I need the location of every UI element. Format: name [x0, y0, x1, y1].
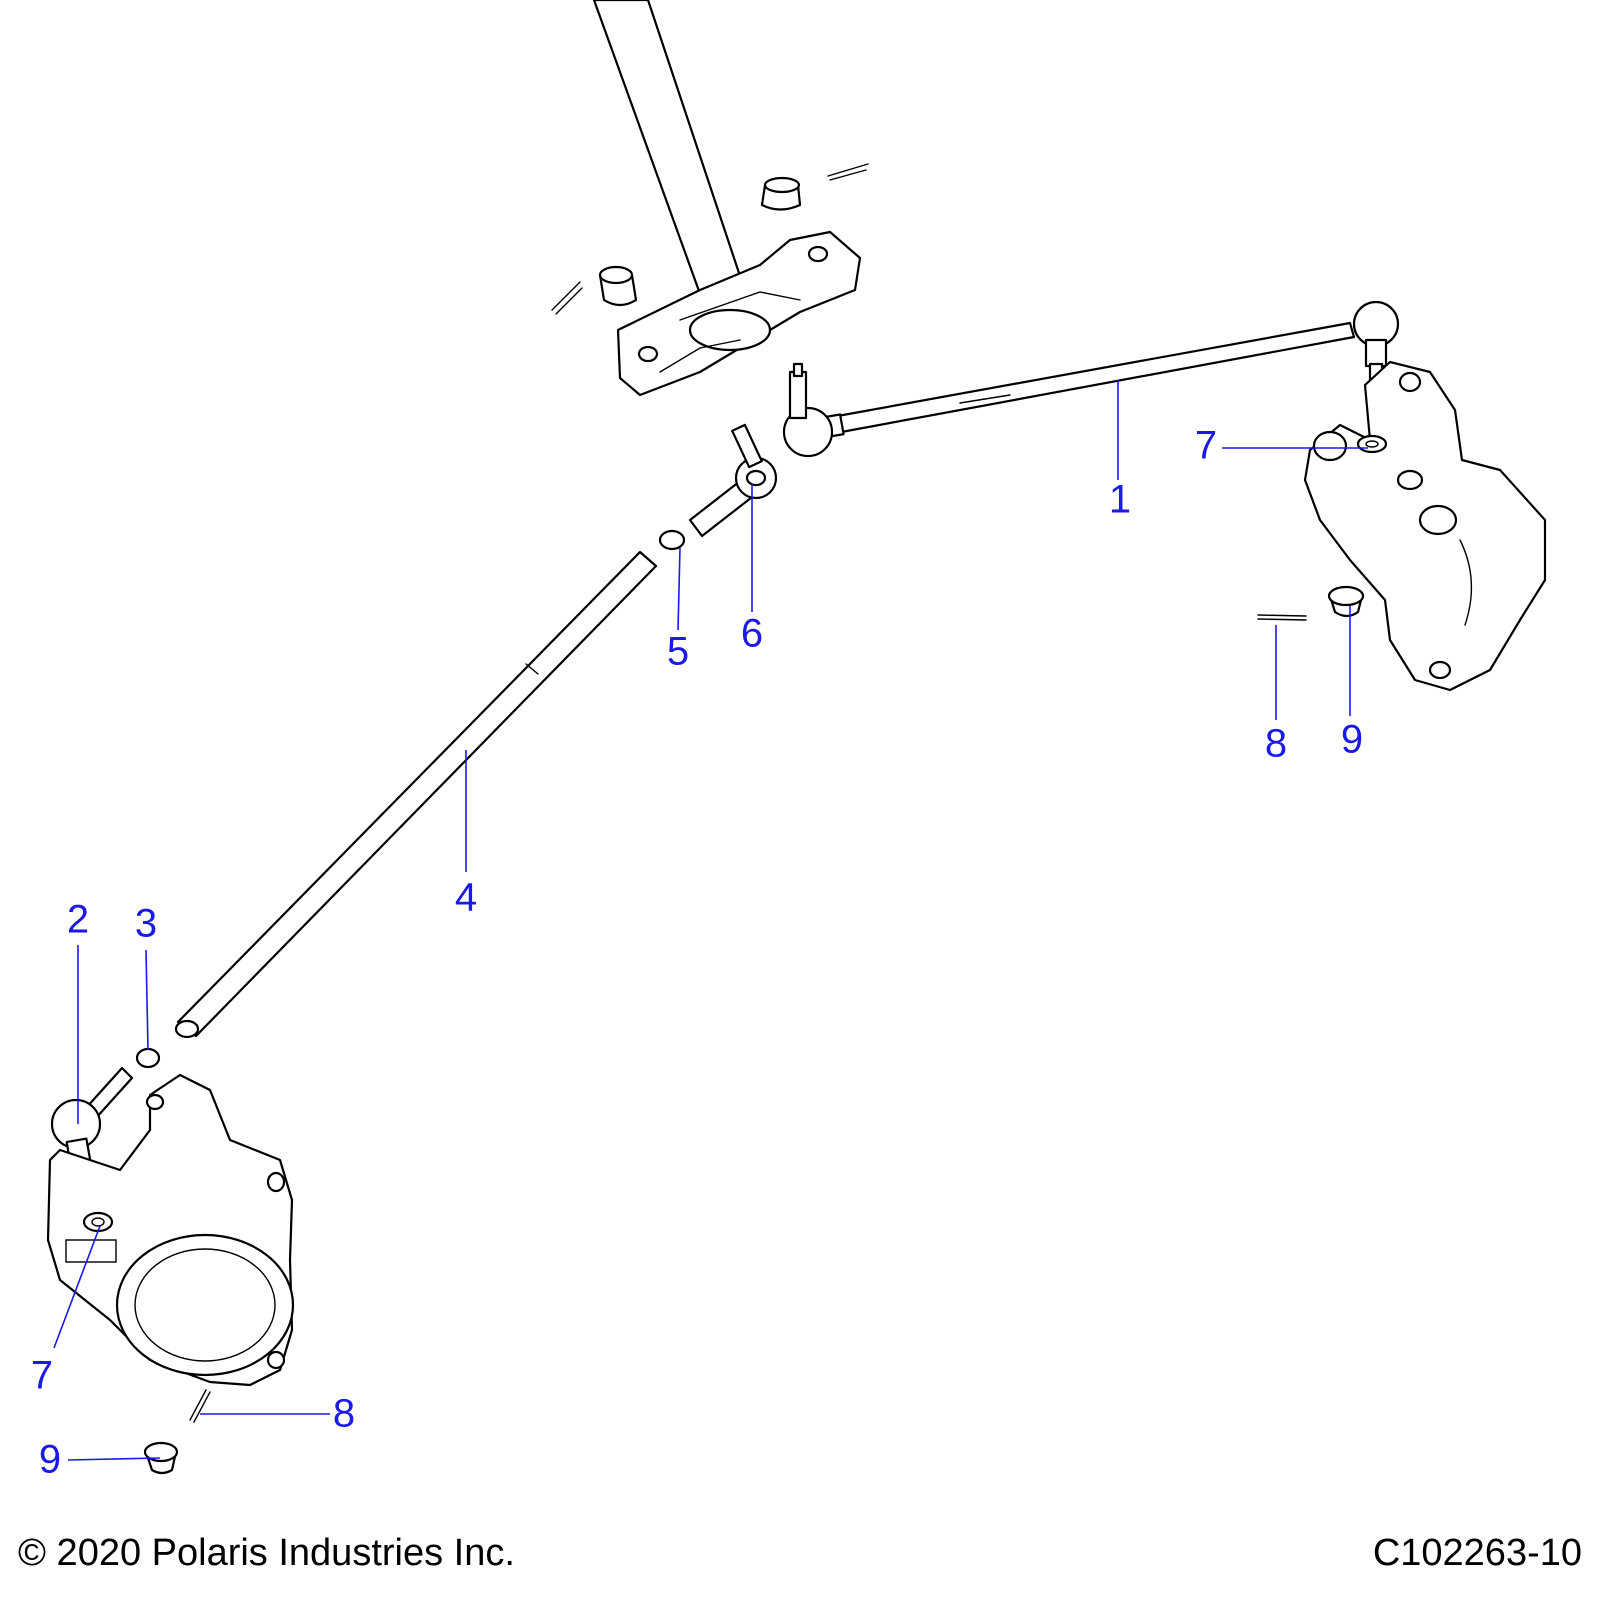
callout-9-right: 9 [1341, 718, 1363, 762]
tie-rod-end [688, 423, 778, 538]
callout-2: 2 [67, 898, 89, 942]
upper-bushing-right [760, 176, 802, 211]
callout-9-left: 9 [39, 1438, 61, 1482]
upper-bushing-left [598, 265, 638, 307]
callout-8-left: 8 [333, 1392, 355, 1436]
lower-cotter-pin-left [189, 1389, 211, 1423]
callout-3: 3 [135, 902, 157, 946]
washer-right [1356, 434, 1388, 454]
tie-rod-assembly [782, 300, 1400, 458]
lower-bushing-left [143, 1441, 179, 1475]
tie-rod-tube [174, 550, 658, 1039]
washer-left [91, 1217, 105, 1227]
callout-labels: 1 2 3 4 5 6 7 7 8 8 9 9 [31, 424, 1363, 1482]
steering-knuckle-left [46, 1073, 295, 1387]
lower-cotter-pin-right [1257, 614, 1307, 621]
callout-7-right: 7 [1195, 424, 1217, 468]
upper-cotter-pin-left [551, 281, 583, 315]
jam-nut-upper [658, 529, 686, 551]
copyright-notice: © 2020 Polaris Industries Inc. [18, 1532, 515, 1574]
jam-nut-lower [135, 1047, 161, 1069]
lower-bushing-right [1327, 585, 1365, 618]
steering-knuckle-right [1303, 360, 1547, 692]
callout-1: 1 [1109, 478, 1131, 522]
drawing-number: C102263-10 [1372, 1532, 1582, 1574]
callout-6: 6 [741, 612, 763, 656]
upper-cotter-pin-right [827, 163, 869, 181]
callout-5: 5 [667, 630, 689, 674]
callout-4: 4 [455, 876, 477, 920]
leader-lines [53, 380, 1368, 1461]
callout-8-right: 8 [1265, 722, 1287, 766]
callout-7-left: 7 [31, 1354, 53, 1398]
steering-bracket [616, 230, 862, 397]
